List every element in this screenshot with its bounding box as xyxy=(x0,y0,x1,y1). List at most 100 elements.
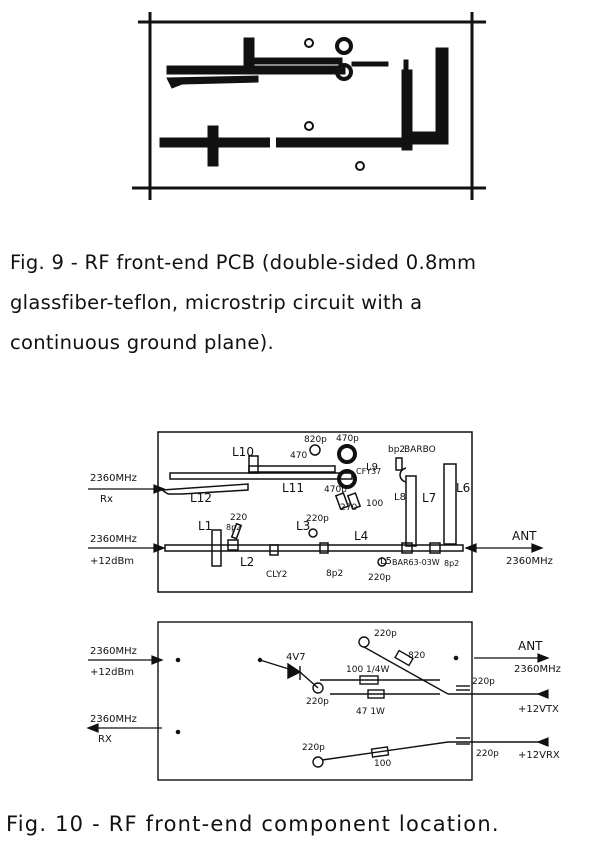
layout-outline xyxy=(157,431,473,593)
fig9-pads xyxy=(304,37,365,171)
sch-rx-freq: 2360MHz xyxy=(90,714,137,725)
label-l3: L3 xyxy=(296,519,310,533)
label-l7: L7 xyxy=(422,491,436,505)
fig9-caption-line2: glassfiber-teflon, microstrip circuit wi… xyxy=(10,291,423,314)
layout-bpz xyxy=(395,457,403,471)
fig10-caption: Fig. 10 - RF front-end component locatio… xyxy=(6,812,500,836)
trace-l6-base xyxy=(411,131,445,145)
layout-in-freq: 2360MHz xyxy=(90,534,137,545)
comp-8p2-b: 8p2 xyxy=(326,569,343,579)
sch-dot-1 xyxy=(175,657,181,663)
comp-bar63: BAR63-03W xyxy=(392,558,440,567)
fig10-schematic-ports xyxy=(86,653,550,747)
layout-barbo-loop xyxy=(399,467,407,483)
sch-r-100 xyxy=(359,675,379,685)
layout-main-line xyxy=(164,544,464,552)
comp-barbo: BARBO xyxy=(404,445,436,455)
layout-ant-arrow-right xyxy=(531,543,544,553)
fig10-layout-ports xyxy=(88,484,544,553)
layout-rx-freq: 2360MHz xyxy=(90,473,137,484)
sch-c2-label: 220p xyxy=(306,697,329,707)
sch-zener-label: 4V7 xyxy=(286,652,306,663)
sch-ant: ANT xyxy=(518,639,543,653)
comp-100: 100 xyxy=(366,499,383,509)
sch-c4-label: 220p xyxy=(302,743,325,753)
sch-c-220p-1 xyxy=(312,682,324,694)
layout-l12 xyxy=(159,483,249,495)
label-l4: L4 xyxy=(354,529,368,543)
sch-rxv-arrow xyxy=(536,737,549,747)
comp-8p2-c: 8p2 xyxy=(444,559,459,568)
trace-gap-a xyxy=(403,59,409,71)
layout-l6 xyxy=(443,463,457,545)
comp-470p-mid: 470p xyxy=(324,485,347,495)
fig9-caption: Fig. 9 - RF front-end PCB (double-sided … xyxy=(10,243,610,363)
label-l11: L11 xyxy=(282,481,304,495)
trace-l7 xyxy=(401,69,413,151)
sch-zener-dot xyxy=(257,657,263,663)
trace-l1 xyxy=(207,125,219,167)
layout-ant-freq: 2360MHz xyxy=(506,556,553,567)
trace-l12 xyxy=(166,75,259,89)
sch-c-220p-rx xyxy=(312,756,324,768)
pad-3 xyxy=(335,63,353,81)
comp-clyz: CLY2 xyxy=(266,570,287,580)
sch-ant-arrow xyxy=(537,653,550,663)
trace-l10-horizontal xyxy=(243,57,343,65)
layout-l11 xyxy=(169,472,353,480)
sch-ant-freq: 2360MHz xyxy=(514,664,561,675)
pad-2 xyxy=(335,37,353,55)
layout-rx-label: Rx xyxy=(100,494,113,505)
pad-4 xyxy=(304,121,314,131)
trace-l11 xyxy=(166,65,346,75)
fig9-caption-line3: continuous ground plane). xyxy=(10,331,275,354)
layout-res-a xyxy=(334,492,350,510)
comp-470p-top: 470p xyxy=(336,434,359,444)
layout-c-220 xyxy=(227,539,239,551)
sch-c5-label: 220p xyxy=(476,749,499,759)
schematic-outline xyxy=(157,621,473,781)
label-l2: L2 xyxy=(240,555,254,569)
label-l1: L1 xyxy=(198,519,212,533)
comp-220p-b: 220p xyxy=(368,573,391,583)
sch-r100-label: 100 1/4W xyxy=(346,665,390,675)
layout-pad-l3 xyxy=(308,528,318,538)
sch-r100b-label: 100 xyxy=(374,759,391,769)
sch-c-220p-top xyxy=(358,636,370,648)
fig10-schematic-board xyxy=(157,621,548,781)
layout-in-arrow xyxy=(153,543,166,553)
sch-txv: +12VTX xyxy=(518,704,559,715)
pad-1 xyxy=(304,38,314,48)
layout-rx-arrow xyxy=(153,484,166,494)
layout-in-level: +12dBm xyxy=(90,556,134,567)
sch-r820-label: 820 xyxy=(408,651,425,661)
fig10-layout-labels: 2360MHz Rx 2360MHz +12dBm ANT 2360MHz L1… xyxy=(90,434,553,583)
layout-l7 xyxy=(405,475,417,547)
comp-bpz: bp2 xyxy=(388,445,405,455)
label-l5: L5 xyxy=(380,556,392,567)
layout-pad-cfy-bottom xyxy=(337,469,357,489)
fig10-schematic-labels: 2360MHz +12dBm 2360MHz RX ANT 2360MHz +1… xyxy=(90,629,561,769)
sch-r-820 xyxy=(394,649,414,667)
trace-gap xyxy=(270,134,276,152)
layout-c-8p2 xyxy=(230,522,243,540)
layout-pad-220p xyxy=(377,557,387,567)
label-l10: L10 xyxy=(232,445,254,459)
sch-r47-label: 47 1W xyxy=(356,707,385,717)
comp-220-left: 220 xyxy=(230,513,247,523)
sch-zener xyxy=(287,662,302,680)
comp-470: 470 xyxy=(290,451,307,461)
comp-8p2: 8p2 xyxy=(226,523,241,532)
layout-clyz xyxy=(269,544,279,556)
sch-rx-arrow xyxy=(86,723,99,733)
trace-main xyxy=(159,137,407,148)
sch-wire-1 xyxy=(299,671,319,689)
trace-l6 xyxy=(435,47,449,145)
layout-bar63-a xyxy=(401,542,413,554)
layout-res-b xyxy=(346,492,362,510)
sch-wire-rx xyxy=(321,741,449,761)
layout-l1 xyxy=(211,529,222,567)
layout-bar63-b xyxy=(429,542,441,554)
trace-small xyxy=(351,61,389,67)
